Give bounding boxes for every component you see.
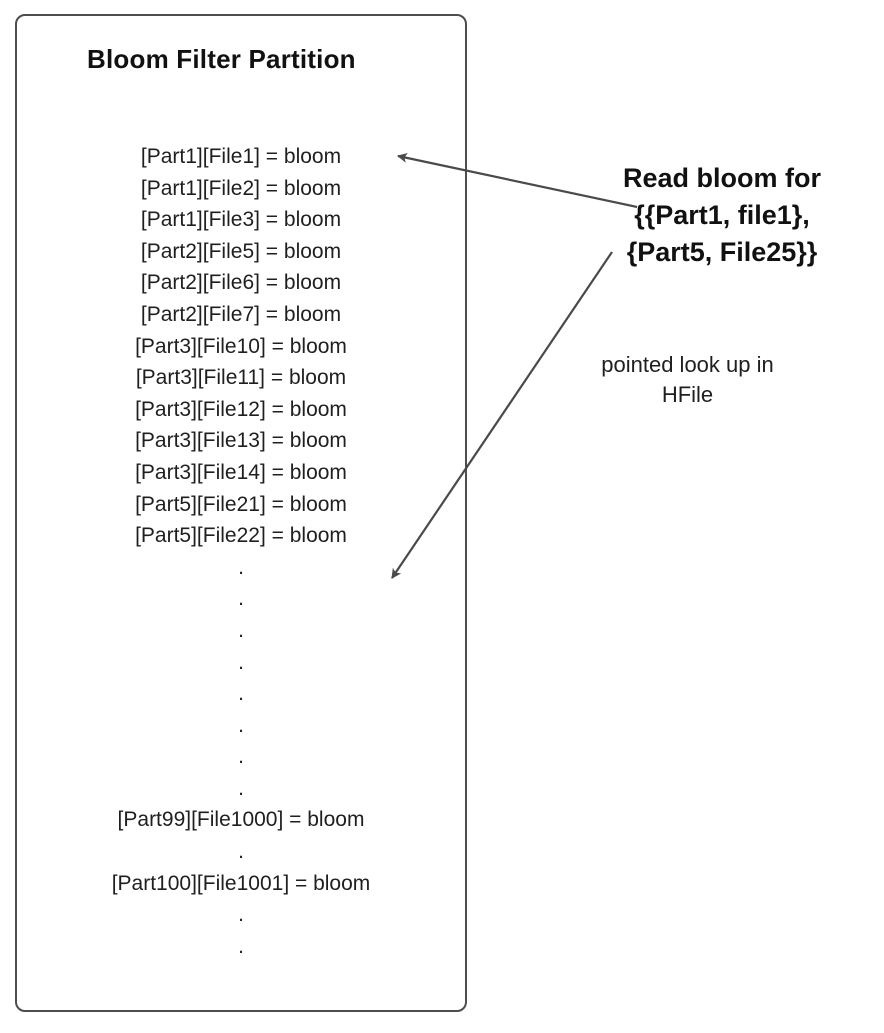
bloom-filter-partition-box: Bloom Filter Partition [Part1][File1] = … (15, 14, 467, 1012)
read-bloom-annotation: Read bloom for {{Part1, file1}, {Part5, … (622, 163, 821, 267)
bloom-entry: [Part2][File7] = bloom (140, 302, 342, 326)
bloom-entry: [Part5][File22] = bloom (135, 524, 347, 548)
bloom-entry: . (238, 776, 244, 800)
bloom-entry: [Part3][File13] = bloom (135, 429, 347, 453)
bloom-entry: . (238, 587, 244, 611)
bloom-entry: [Part1][File3] = bloom (140, 208, 342, 232)
bloom-entry: . (238, 934, 244, 958)
bloom-entry: [Part5][File21] = bloom (135, 492, 347, 516)
bloom-entry: . (238, 903, 244, 927)
bloom-entry: . (238, 713, 244, 737)
bloom-entry: . (238, 618, 244, 642)
bloom-entry: [Part3][File11] = bloom (135, 366, 347, 390)
hfile-lookup-annotation: pointed look up in HFile (601, 352, 774, 407)
bloom-entry: . (238, 555, 244, 579)
bloom-entry: [Part1][File2] = bloom (140, 176, 342, 200)
bloom-entry: [Part99][File1000] = bloom (117, 808, 365, 832)
bloom-entry: [Part1][File1] = bloom (140, 145, 342, 168)
bloom-entry: [Part100][File1001] = bloom (111, 871, 371, 895)
bloom-entry: [Part3][File12] = bloom (135, 397, 347, 421)
bloom-entry: . (238, 650, 244, 674)
bloom-entry: [Part3][File10] = bloom (135, 334, 347, 358)
bloom-entry: [Part2][File5] = bloom (140, 239, 342, 263)
bloom-entry: . (238, 840, 244, 864)
bloom-entry: [Part3][File14] = bloom (135, 460, 347, 484)
bloom-entry: . (238, 745, 244, 769)
bloom-entry: . (238, 682, 244, 706)
partition-title: Bloom Filter Partition (87, 44, 356, 74)
bloom-entry: [Part2][File6] = bloom (140, 271, 342, 295)
bloom-entry-list: [Part1][File1] = bloom [Part1][File2] = b… (17, 141, 465, 962)
